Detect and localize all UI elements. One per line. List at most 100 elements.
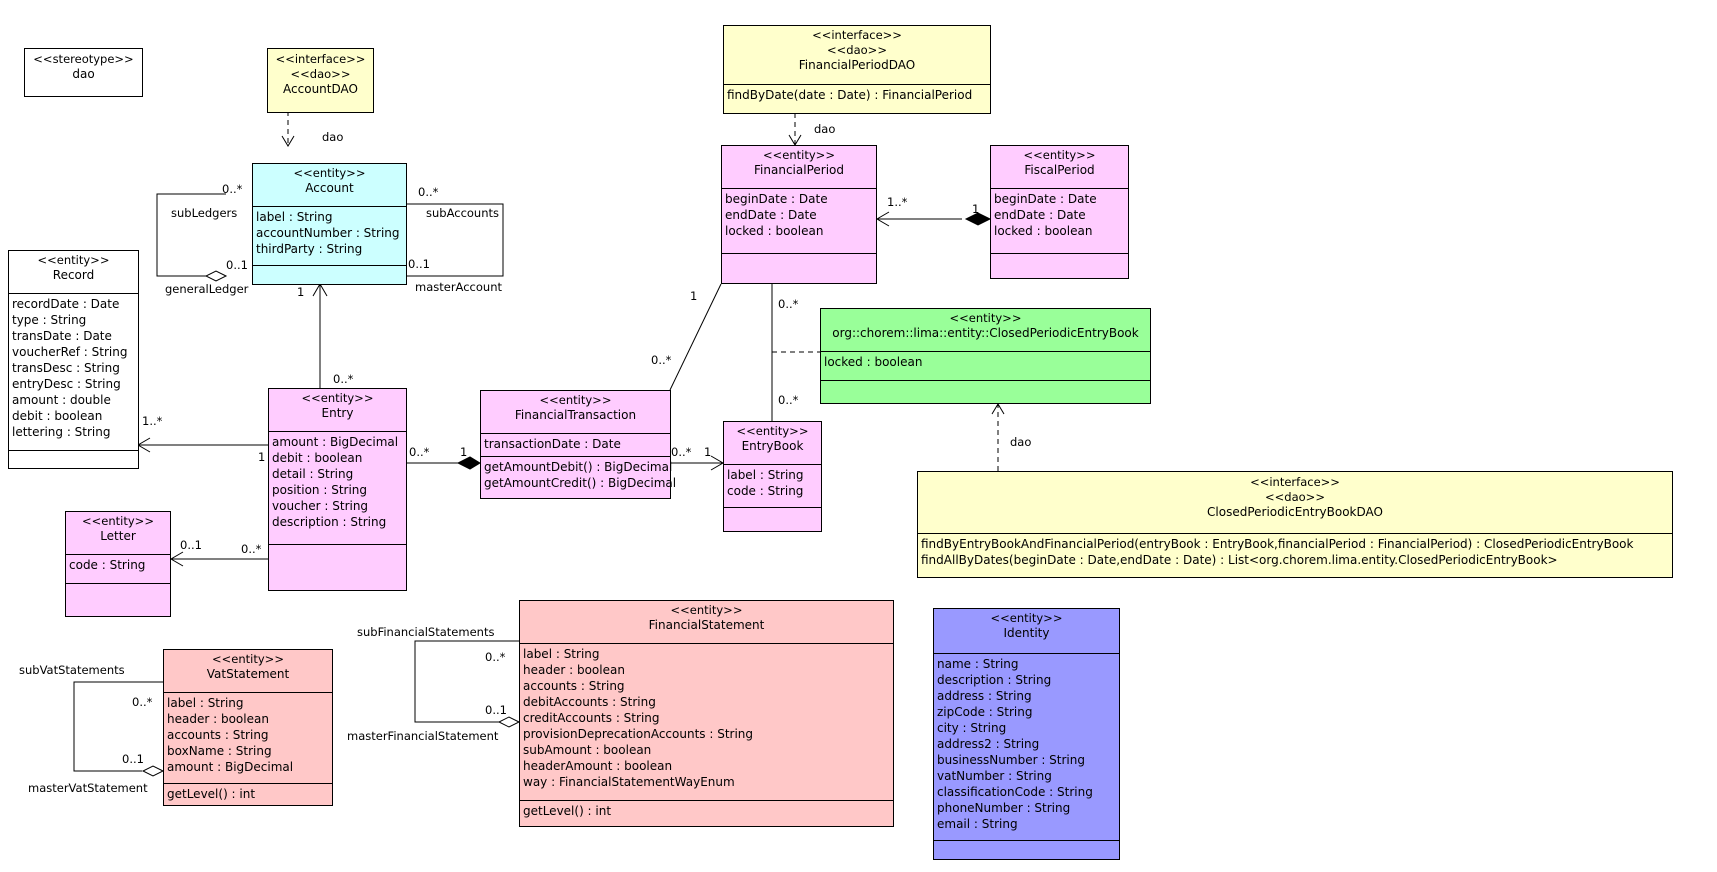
class-financial-period-dao[interactable]: <<interface>> <<dao>> FinancialPeriodDAO… [723,25,991,114]
stereotype: <<entity>> [212,652,284,666]
class-name: EntryBook [741,439,804,453]
attribute: headerAmount : boolean [523,759,673,773]
class-identity[interactable]: <<entity>> Identity name : String descri… [933,608,1120,860]
stereotype: <<entity>> [301,391,374,405]
stereotype: <<entity>> [293,166,366,180]
attributes: transactionDate : Date [481,433,670,456]
class-name: FinancialStatement [648,618,765,632]
label-mult: 1 [972,202,980,216]
class-record[interactable]: <<entity>> Record recordDate : Date type… [8,250,139,469]
attribute: locked : boolean [824,355,923,369]
class-name: FinancialTransaction [514,408,637,422]
class-name: Letter [100,529,136,543]
attribute: lettering : String [12,425,111,439]
class-name: Account [305,181,354,195]
class-closed-periodic-entry-book-dao[interactable]: <<interface>> <<dao>> ClosedPeriodicEntr… [917,471,1673,578]
attribute: label : String [523,647,600,661]
class-name: VatStatement [206,667,290,681]
stereotype-interface: <<interface>> [275,52,366,66]
attribute: code : String [69,558,146,572]
class-name: ClosedPeriodicEntryBookDAO [1207,505,1383,519]
class-entry[interactable]: <<entity>> Entry amount : BigDecimal deb… [268,388,407,591]
class-vat-statement[interactable]: <<entity>> VatStatement label : String h… [163,649,333,806]
operations [269,544,406,547]
attribute: beginDate : Date [725,192,828,206]
label-mult: 1..* [142,414,163,428]
label-role-master-account: masterAccount [415,280,502,294]
operation: getAmountDebit() : BigDecimal [484,460,673,474]
attribute: way : FinancialStatementWayEnum [523,775,735,789]
operations [722,253,876,256]
attribute: address2 : String [937,737,1040,751]
label-mult: 0..* [671,445,692,459]
attributes: beginDate : Date endDate : Date locked :… [991,188,1128,253]
label-role-master-fs: masterFinancialStatement [347,729,499,743]
attribute: zipCode : String [937,705,1033,719]
attributes: code : String [66,554,170,583]
attribute: name : String [937,657,1019,671]
attributes: label : String header : boolean accounts… [164,692,332,783]
class-financial-statement[interactable]: <<entity>> FinancialStatement label : St… [519,600,894,827]
stereotype: <<entity>> [763,148,835,162]
arrowhead [281,135,295,147]
class-name: FiscalPeriod [1024,163,1095,177]
attribute: header : boolean [167,712,269,726]
attribute: recordDate : Date [12,297,120,311]
operations: getLevel() : int [520,800,893,819]
attributes: name : String description : String addre… [934,653,1119,840]
attribute: locked : boolean [725,224,824,238]
attribute: type : String [12,313,87,327]
operation: findByDate(date : Date) : FinancialPerio… [727,88,973,102]
attribute: label : String [256,210,333,224]
class-financial-transaction[interactable]: <<entity>> FinancialTransaction transact… [480,390,677,499]
class-closed-periodic-entry-book[interactable]: <<entity>> org::chorem::lima::entity::Cl… [820,308,1151,404]
class-account[interactable]: <<entity>> Account label : String accoun… [252,163,407,285]
label-role-sub-vat: subVatStatements [19,663,125,677]
operations [253,265,406,268]
class-name: Entry [321,406,354,420]
operations [66,583,170,586]
label-mult: 0..* [778,297,799,311]
attribute: transDate : Date [12,329,112,343]
stereotype: <<entity>> [1023,148,1096,162]
aggregation-diamond [141,765,165,777]
label-mult: 1 [460,445,468,459]
operation: getAmountCredit() : BigDecimal [484,476,677,490]
operation: getLevel() : int [523,804,612,818]
attribute: thirdParty : String [256,242,363,256]
stereotype: <<entity>> [539,393,612,407]
attributes: label : String accountNumber : String th… [253,206,406,265]
class-fiscal-period[interactable]: <<entity>> FiscalPeriod beginDate : Date… [990,145,1129,279]
attribute: accountNumber : String [256,226,400,240]
label-mult: 1 [704,445,712,459]
operations: getAmountDebit() : BigDecimal getAmountC… [481,456,677,491]
attributes: locked : boolean [821,351,1150,380]
attribute: detail : String [272,467,354,481]
attribute: creditAccounts : String [523,711,660,725]
class-entry-book[interactable]: <<entity>> EntryBook label : String code… [723,421,822,532]
assoc-vat-self [73,681,163,772]
label-mult: 0..1 [122,752,144,766]
class-account-dao[interactable]: <<interface>> <<dao>> AccountDAO [267,48,374,113]
assoc-subledgers [156,193,226,277]
attribute: label : String [727,468,804,482]
attribute: code : String [727,484,804,498]
class-financial-period[interactable]: <<entity>> FinancialPeriod beginDate : D… [721,145,877,284]
label-mult: 0..* [418,185,439,199]
class-letter[interactable]: <<entity>> Letter code : String [65,511,171,617]
attribute: phoneNumber : String [937,801,1071,815]
attribute: amount : BigDecimal [272,435,399,449]
attribute: debitAccounts : String [523,695,656,709]
attribute: description : String [937,673,1052,687]
operations [9,450,138,453]
label-mult: 1 [258,450,266,464]
operations [724,507,821,510]
label-role-subaccounts: subAccounts [426,206,500,220]
attribute: endDate : Date [994,208,1086,222]
attribute: classificationCode : String [937,785,1093,799]
attribute: amount : BigDecimal [167,760,294,774]
label-dao-account: dao [322,130,344,144]
stereotype-dao: <<dao>> [1265,490,1325,504]
attributes: amount : BigDecimal debit : boolean deta… [269,431,406,544]
attribute: transDesc : String [12,361,120,375]
